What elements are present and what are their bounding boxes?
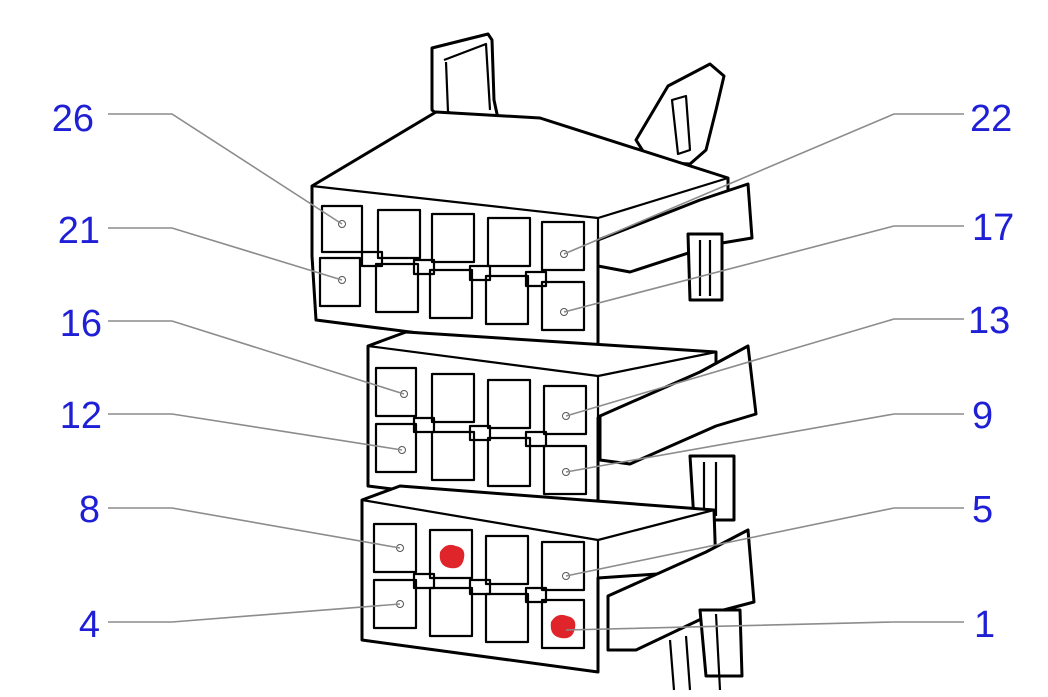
leader-line-16 (108, 320, 405, 395)
pin-label-21: 21 (58, 210, 100, 252)
leader-line-5 (565, 507, 964, 577)
pin-label-26: 26 (52, 98, 94, 140)
leader-line-21 (108, 227, 343, 281)
cavity-row-middle-a (374, 366, 588, 436)
leader-line-4 (108, 603, 401, 623)
pin-label-22: 22 (970, 98, 1012, 140)
pin-label-16: 16 (60, 303, 102, 345)
leader-line-12 (108, 413, 403, 451)
leader-line-17 (563, 225, 964, 313)
pin-labels-left: 26 21 16 12 8 4 (52, 98, 102, 646)
terminal-marker-1 (550, 614, 576, 639)
pin-label-5: 5 (972, 489, 993, 531)
terminal-marker-blob (439, 544, 465, 569)
pin-label-13: 13 (968, 300, 1010, 342)
connector-housing (310, 32, 758, 691)
middle-side-latch (598, 344, 758, 466)
upper-side-latch (596, 182, 754, 274)
leader-line-1 (565, 621, 964, 631)
pin-label-17: 17 (972, 207, 1014, 249)
pin-label-9: 9 (972, 395, 993, 437)
rear-latch-hook (634, 62, 726, 166)
leader-line-9 (565, 413, 964, 473)
terminal-markers (439, 544, 576, 639)
pin-labels-right: 22 17 13 9 5 1 (968, 98, 1014, 646)
cavity-row-lower-a (372, 522, 586, 592)
cavity-row-upper-b (318, 256, 586, 332)
cavity-row-lower-b (372, 578, 586, 650)
pin-label-1: 1 (974, 604, 995, 646)
lower-side-latch (606, 528, 756, 652)
cavity-row-middle-b (374, 422, 588, 496)
pin-label-4: 4 (79, 604, 100, 646)
pin-label-12: 12 (60, 395, 102, 437)
leader-line-8 (108, 507, 401, 549)
leader-line-22 (563, 113, 964, 255)
leader-line-13 (565, 318, 964, 417)
pin-label-8: 8 (79, 489, 100, 531)
leader-lines (108, 113, 964, 631)
leader-line-26 (108, 113, 343, 225)
